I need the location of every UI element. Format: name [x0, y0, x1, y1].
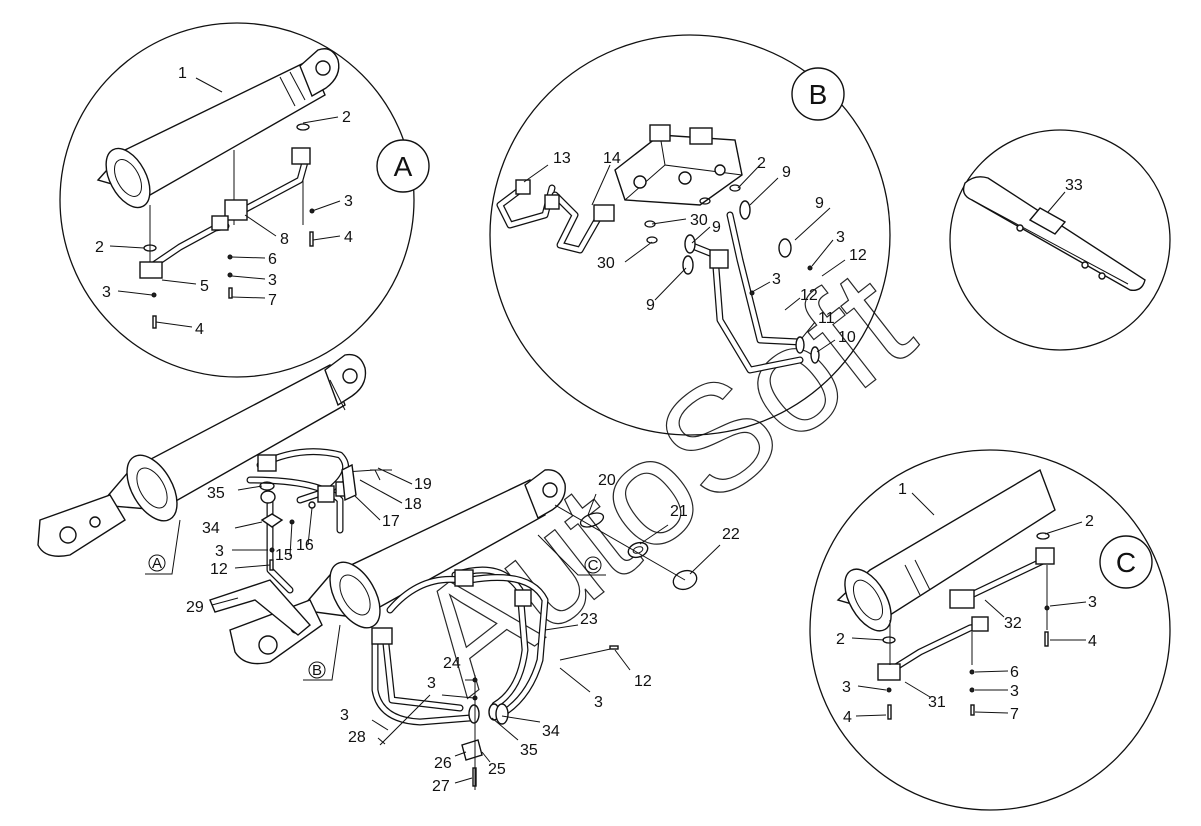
callout-c-2-left: 2: [836, 631, 845, 648]
callout-main-24: 24: [443, 655, 461, 672]
callout-c-2-top: 2: [1085, 513, 1094, 530]
detail-a-border: [59, 22, 415, 378]
callout-b-9-bottom: 9: [646, 297, 655, 314]
detail-a-badge: [376, 139, 430, 193]
detail-b-badge: [791, 67, 845, 121]
callout-main-22: 22: [722, 526, 740, 543]
detail-b-border: [489, 34, 891, 436]
callout-b-30-top: 30: [690, 212, 708, 229]
callout-b-12-mid: 12: [800, 287, 818, 304]
callout-a-8: 8: [280, 231, 289, 248]
detail-a-title: A: [394, 151, 413, 182]
callout-main-19: 19: [414, 476, 432, 493]
detail-33-border: [949, 129, 1171, 351]
callout-a-3-mid: 3: [268, 272, 277, 289]
callout-main-34-lower: 34: [542, 723, 560, 740]
callout-c-4-left: 4: [843, 709, 852, 726]
callout-c-4-right: 4: [1088, 633, 1097, 650]
callout-a-2-left: 2: [95, 239, 104, 256]
detail-c-badge: [1099, 535, 1153, 589]
callout-c-6: 6: [1010, 664, 1019, 681]
callout-b-11: 11: [818, 310, 835, 327]
callout-b-9-top: 9: [782, 164, 791, 181]
detail-circle-a: A: [59, 22, 430, 378]
ref-c-label: C: [588, 557, 599, 574]
callout-a-7: 7: [268, 292, 277, 309]
callout-b-3-mid: 3: [772, 271, 781, 288]
detail-c-border: [809, 449, 1171, 811]
watermark-text: AutoSoft: [384, 237, 941, 724]
callout-main-25: 25: [488, 761, 506, 778]
callout-main-17: 17: [382, 513, 400, 530]
callout-a-6: 6: [268, 251, 277, 268]
callout-c-3-left: 3: [842, 679, 851, 696]
callout-main-29: 29: [186, 599, 204, 616]
callout-b-13: 13: [553, 150, 571, 167]
callout-a-1: 1: [178, 65, 187, 82]
callout-main-12: 12: [210, 561, 228, 578]
callout-b-9-right: 9: [815, 195, 824, 212]
callout-c-3-right: 3: [1088, 594, 1097, 611]
detail-b-title: B: [809, 79, 828, 110]
detail-circle-c: C: [809, 449, 1171, 811]
main-assembly: A B C: [37, 353, 740, 795]
callout-main-18: 18: [404, 496, 422, 513]
callout-main-3-left: 3: [340, 707, 349, 724]
callout-b-30-left: 30: [597, 255, 615, 272]
callout-main-26: 26: [434, 755, 452, 772]
main-cylinder-upper: [37, 353, 367, 557]
ref-b-label: B: [312, 662, 322, 679]
callout-main-3-right: 3: [594, 694, 603, 711]
callout-a-3-left: 3: [102, 284, 111, 301]
ref-c: C: [537, 534, 606, 576]
callout-main-20: 20: [598, 472, 616, 489]
callout-b-12-right: 12: [849, 247, 867, 264]
cylinder-a: [96, 48, 340, 209]
callout-b-9-mid: 9: [712, 219, 721, 236]
callout-main-12-right: 12: [634, 673, 652, 690]
callout-b-10: 10: [838, 329, 856, 346]
callout-main-35-lower: 35: [520, 742, 538, 759]
callout-a-3-right: 3: [344, 193, 353, 210]
callout-a-2-top: 2: [342, 109, 351, 126]
cylinder-c: [836, 468, 1056, 632]
callout-main-15: 15: [275, 547, 293, 564]
callout-c-1: 1: [898, 481, 907, 498]
control-valve-block: [614, 124, 743, 206]
ref-b: B: [303, 624, 341, 681]
callout-main-27: 27: [432, 778, 450, 795]
callout-b-3-right: 3: [836, 229, 845, 246]
callout-33: 33: [1065, 177, 1083, 194]
callout-a-4-left: 4: [195, 321, 204, 338]
callout-main-34: 34: [202, 520, 220, 537]
callout-main-16: 16: [296, 537, 314, 554]
callout-c-3-mid: 3: [1010, 683, 1019, 700]
callout-c-32: 32: [1004, 615, 1022, 632]
callout-c-7: 7: [1010, 706, 1019, 723]
detail-circle-b: B: [489, 34, 891, 436]
callout-main-23: 23: [580, 611, 598, 628]
callout-b-2: 2: [757, 155, 766, 172]
watermark: AutoSoft: [383, 237, 941, 725]
callout-b-14: 14: [603, 150, 621, 167]
callout-c-31: 31: [928, 694, 946, 711]
callout-main-35: 35: [207, 485, 225, 502]
callout-a-5: 5: [200, 278, 209, 295]
ref-a-label: A: [152, 555, 162, 572]
detail-circle-33: 33: [949, 129, 1171, 351]
callout-main-3-mid: 3: [427, 675, 436, 692]
callout-main-3: 3: [215, 543, 224, 560]
callout-main-28: 28: [348, 729, 366, 746]
callout-main-21: 21: [670, 503, 688, 520]
detail-c-title: C: [1116, 547, 1136, 578]
ref-a: A: [145, 519, 181, 575]
callout-a-4-right: 4: [344, 229, 353, 246]
